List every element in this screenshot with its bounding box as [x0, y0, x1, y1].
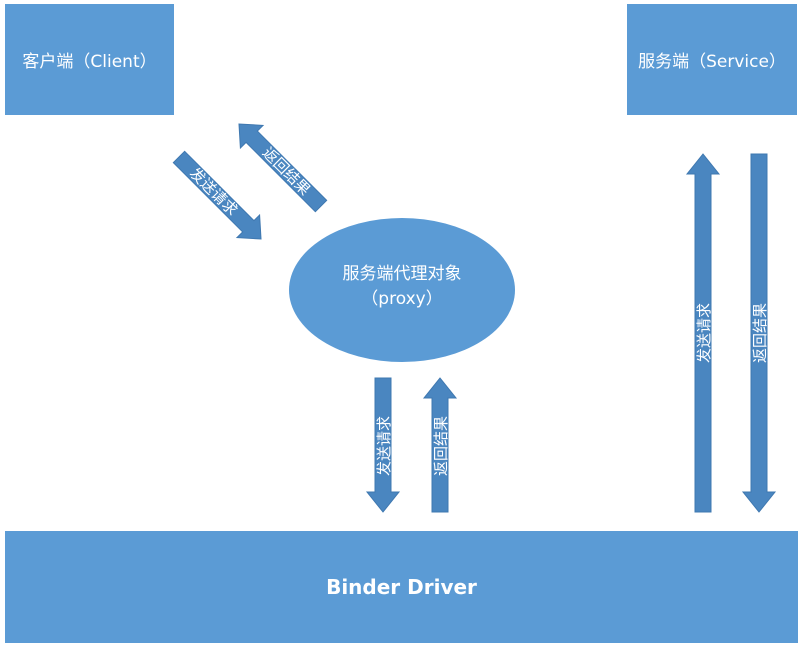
- service-return-result-label: 返回结果: [751, 303, 769, 363]
- client-label: 客户端（Client）: [22, 52, 157, 72]
- proxy-send-request-arrow: 发送请求: [365, 377, 401, 513]
- client-send-request-arrow: 发送请求: [172, 150, 262, 240]
- proxy-label-line1: 服务端代理对象: [343, 264, 462, 284]
- binder-driver-box: Binder Driver: [5, 531, 798, 643]
- client-return-result-label: 返回结果: [259, 144, 314, 199]
- proxy-send-request-label: 发送请求: [375, 416, 393, 476]
- proxy-return-result-arrow: 返回结果: [422, 377, 458, 513]
- proxy-ellipse: [289, 218, 515, 362]
- service-box: 服务端（Service）: [627, 4, 797, 115]
- client-box: 客户端（Client）: [5, 4, 174, 115]
- service-label: 服务端（Service）: [638, 52, 786, 72]
- service-send-request-arrow: 发送请求: [685, 153, 721, 513]
- client-return-result-arrow: 返回结果: [238, 123, 328, 213]
- proxy-label-line2: （proxy）: [361, 289, 442, 309]
- client-send-request-label: 发送请求: [186, 164, 241, 219]
- binder-driver-label: Binder Driver: [326, 575, 477, 599]
- service-return-result-arrow: 返回结果: [741, 153, 777, 513]
- proxy-return-result-label: 返回结果: [432, 416, 450, 476]
- service-send-request-label: 发送请求: [695, 303, 713, 363]
